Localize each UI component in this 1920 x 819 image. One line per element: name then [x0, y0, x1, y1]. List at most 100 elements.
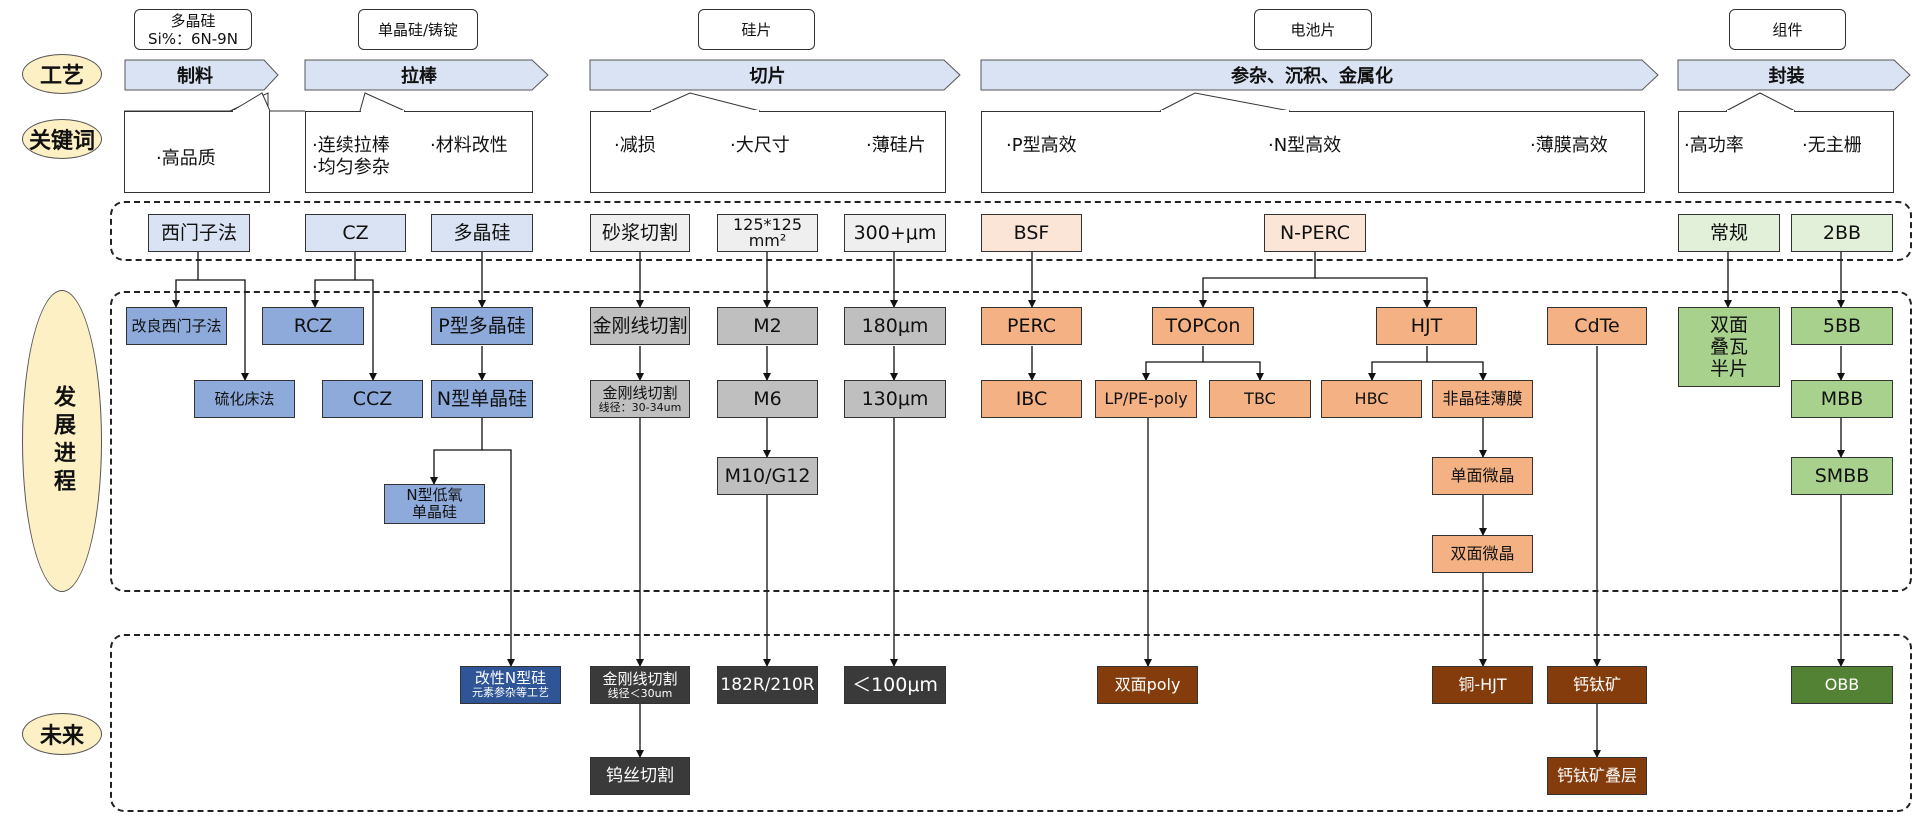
row-label-future: 未来 — [22, 713, 102, 755]
caption-cell: 电池片 — [1254, 9, 1372, 50]
keyword-n-type: ·N型高效 — [1268, 135, 1342, 156]
node-improved-siemens: 改良西门子法 — [126, 307, 227, 345]
node-slurry-cutting: 砂浆切割 — [590, 214, 690, 252]
caption-line: 组件 — [1772, 20, 1803, 39]
node-line: 半片 — [1709, 358, 1748, 380]
process-step-text: 参杂、沉积、金属化 — [1231, 66, 1393, 87]
node-130um: 130μm — [844, 380, 946, 418]
node-polysilicon: 多晶硅 — [431, 214, 533, 252]
current-tech-frame — [110, 201, 1912, 261]
node-cdte: CdTe — [1547, 307, 1647, 345]
node-line: 金刚线切割 — [602, 383, 678, 402]
process-arrows — [124, 59, 1911, 91]
node-single-microcrystal: 单面微晶 — [1432, 457, 1533, 495]
node-cz: CZ — [305, 214, 406, 252]
node-mbb: MBB — [1791, 380, 1893, 418]
keyword-box-pulling — [305, 111, 533, 193]
node-hbc: HBC — [1321, 380, 1422, 418]
future-frame — [110, 634, 1912, 812]
node-line: 125*125 — [732, 215, 803, 234]
node-diamond-wire: 金刚线切割 — [590, 307, 690, 345]
node-topcon: TOPCon — [1152, 307, 1254, 345]
keyword-thin-film: ·薄膜高效 — [1530, 135, 1608, 156]
caption-line: 多晶硅 — [170, 11, 216, 30]
node-hjt: HJT — [1376, 307, 1477, 345]
keyword-high-quality: ·高品质 — [156, 148, 216, 169]
node-180um: 180μm — [844, 307, 946, 345]
caption-line: 单晶硅/铸锭 — [377, 20, 459, 39]
row-label-development: 发展进程 — [22, 290, 102, 592]
row-label-keywords: 关键词 — [22, 119, 102, 159]
process-step-feedstock: 制料 — [125, 60, 265, 90]
keyword-notches — [231, 92, 1796, 112]
node-n-type-low-oxygen: N型低氧单晶硅 — [384, 484, 485, 524]
keyword-loss-reduction: ·减损 — [614, 135, 656, 156]
keyword-box-packaging — [1678, 111, 1894, 193]
node-line: N型低氧 — [406, 486, 463, 504]
keyword-box-feedstock — [124, 111, 270, 193]
node-line: 叠瓦 — [1709, 336, 1748, 358]
row-label-text: 关键词 — [28, 129, 95, 154]
caption-line: 电池片 — [1290, 20, 1336, 39]
process-step-text: 切片 — [749, 66, 786, 87]
node-line: mm² — [748, 231, 787, 250]
node-5bb: 5BB — [1791, 307, 1893, 345]
node-smbb: SMBB — [1791, 457, 1893, 495]
caption-mono-ingot: 单晶硅/铸锭 — [358, 9, 478, 50]
process-step-text: 制料 — [177, 66, 213, 87]
node-300um: 300+μm — [844, 214, 946, 252]
future-bifacial-poly: 双面poly — [1097, 666, 1198, 704]
node-tbc: TBC — [1209, 380, 1311, 418]
keyword-thin-wafer: ·薄硅片 — [866, 135, 926, 156]
caption-line: Si%：6N-9N — [148, 29, 238, 48]
row-label-text: 未来 — [39, 724, 84, 749]
keyword-high-power: ·高功率 — [1684, 135, 1744, 156]
node-conventional: 常规 — [1678, 214, 1780, 252]
node-rcz: RCZ — [262, 307, 364, 345]
future-tungsten-wire: 钨丝切割 — [590, 757, 690, 795]
future-obb: OBB — [1791, 666, 1893, 704]
node-line: 元素参杂等工艺 — [472, 686, 549, 699]
node-fluidized-bed: 硫化床法 — [194, 380, 295, 418]
development-frame — [110, 291, 1912, 592]
process-step-slicing: 切片 — [590, 60, 945, 90]
node-bsf: BSF — [981, 214, 1082, 252]
node-double-microcrystal: 双面微晶 — [1432, 535, 1533, 573]
node-m2: M2 — [717, 307, 818, 345]
node-n-perc: N-PERC — [1264, 214, 1366, 252]
future-182r-210r: 182R/210R — [717, 666, 818, 704]
future-perovskite: 钙钛矿 — [1547, 666, 1647, 704]
caption-line: 硅片 — [741, 20, 772, 39]
process-step-text: 封装 — [1768, 66, 1805, 87]
node-amorphous-film: 非晶硅薄膜 — [1432, 380, 1533, 418]
node-line: 单晶硅 — [411, 503, 457, 521]
row-label-text: 工艺 — [39, 64, 84, 89]
caption-module: 组件 — [1729, 9, 1846, 50]
future-diamond-wire-30um: 金刚线切割线径＜30um — [590, 666, 690, 704]
keyword-p-type: ·P型高效 — [1006, 135, 1077, 156]
node-perc: PERC — [981, 307, 1082, 345]
node-line: 金刚线切割 — [602, 669, 678, 688]
process-step-packaging: 封装 — [1678, 60, 1895, 90]
row-label-process: 工艺 — [22, 54, 102, 94]
keyword-uniform-doping: ·均匀参杂 — [312, 157, 390, 178]
future-perovskite-tandem: 钙钛矿叠层 — [1547, 757, 1647, 795]
future-copper-hjt: 铜-HJT — [1432, 666, 1533, 704]
node-p-type-poly: P型多晶硅 — [431, 307, 533, 345]
node-ccz: CCZ — [322, 380, 423, 418]
caption-wafer: 硅片 — [698, 9, 815, 50]
node-m10-g12: M10/G12 — [717, 457, 818, 495]
node-2bb: 2BB — [1791, 214, 1893, 252]
node-siemens: 西门子法 — [148, 214, 250, 252]
keyword-busbarless: ·无主栅 — [1802, 135, 1862, 156]
node-line: 改性N型硅 — [474, 669, 547, 687]
process-step-pulling: 拉棒 — [305, 60, 533, 90]
node-diamond-wire-34um: 金刚线切割线径：30-34um — [590, 380, 690, 418]
node-line: 线径：30-34um — [598, 400, 682, 414]
node-bifacial-shingled-halfcell: 双面叠瓦半片 — [1678, 307, 1780, 387]
process-step-text: 拉棒 — [401, 66, 437, 87]
keyword-continuous-pulling: ·连续拉棒 — [312, 135, 390, 156]
node-lp-pe-poly: LP/PE-poly — [1095, 380, 1197, 418]
